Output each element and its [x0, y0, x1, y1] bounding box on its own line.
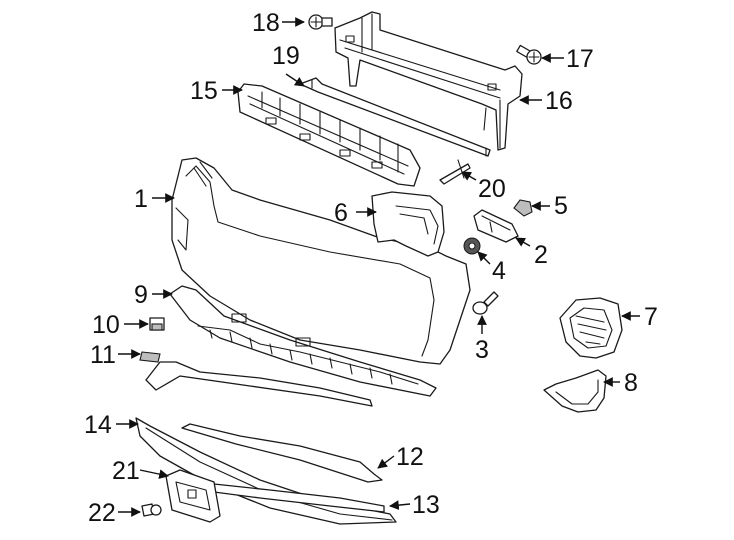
callout-10: 10	[92, 311, 120, 339]
callout-labels: 18 17 19 15 16 1 20 5 6 2 4 3 7 8 9 10 1…	[84, 9, 658, 527]
lower-grille	[169, 285, 437, 397]
callout-21: 21	[112, 457, 140, 485]
fog-lamp-bezel	[559, 297, 623, 359]
callout-9: 9	[134, 281, 148, 309]
callout-15: 15	[190, 77, 218, 105]
skid-plate-strip	[181, 423, 383, 483]
nut-part-4	[463, 237, 481, 255]
clip-part-5	[513, 199, 533, 217]
license-bracket	[165, 469, 221, 523]
bumper-cover	[171, 157, 471, 365]
callout-1: 1	[134, 185, 148, 213]
leader-lines	[116, 17, 640, 517]
callout-6: 6	[334, 199, 348, 227]
callout-14: 14	[84, 411, 112, 439]
callout-8: 8	[624, 369, 638, 397]
callout-11: 11	[90, 341, 116, 369]
callout-5: 5	[554, 192, 568, 220]
pin-part-20	[439, 159, 471, 185]
lower-bar	[213, 483, 385, 513]
callout-13: 13	[412, 491, 440, 519]
callout-19: 19	[272, 42, 300, 70]
callout-17: 17	[566, 45, 594, 73]
bracket-part-2	[473, 209, 519, 243]
callout-3: 3	[475, 336, 489, 364]
callout-7: 7	[644, 303, 658, 331]
bolt-part-17	[516, 44, 542, 65]
screw-part-22	[141, 503, 162, 517]
reinforcement-bar	[334, 11, 523, 151]
energy-absorber	[237, 83, 421, 187]
clip-part-11	[139, 351, 161, 363]
screw-part-3	[472, 291, 499, 315]
seal-strip-part-19	[299, 77, 491, 157]
callout-22: 22	[88, 499, 116, 527]
callout-16: 16	[545, 87, 573, 115]
clip-part-10	[149, 317, 165, 331]
callout-18: 18	[252, 9, 280, 37]
bracket-part-6	[371, 191, 445, 257]
bolt-part-18	[308, 14, 333, 30]
callout-2: 2	[534, 241, 548, 269]
callout-4: 4	[492, 257, 506, 285]
callout-20: 20	[478, 175, 506, 203]
callout-12: 12	[396, 443, 424, 471]
lower-trim-strip	[145, 361, 373, 407]
trim-ring	[543, 369, 607, 413]
